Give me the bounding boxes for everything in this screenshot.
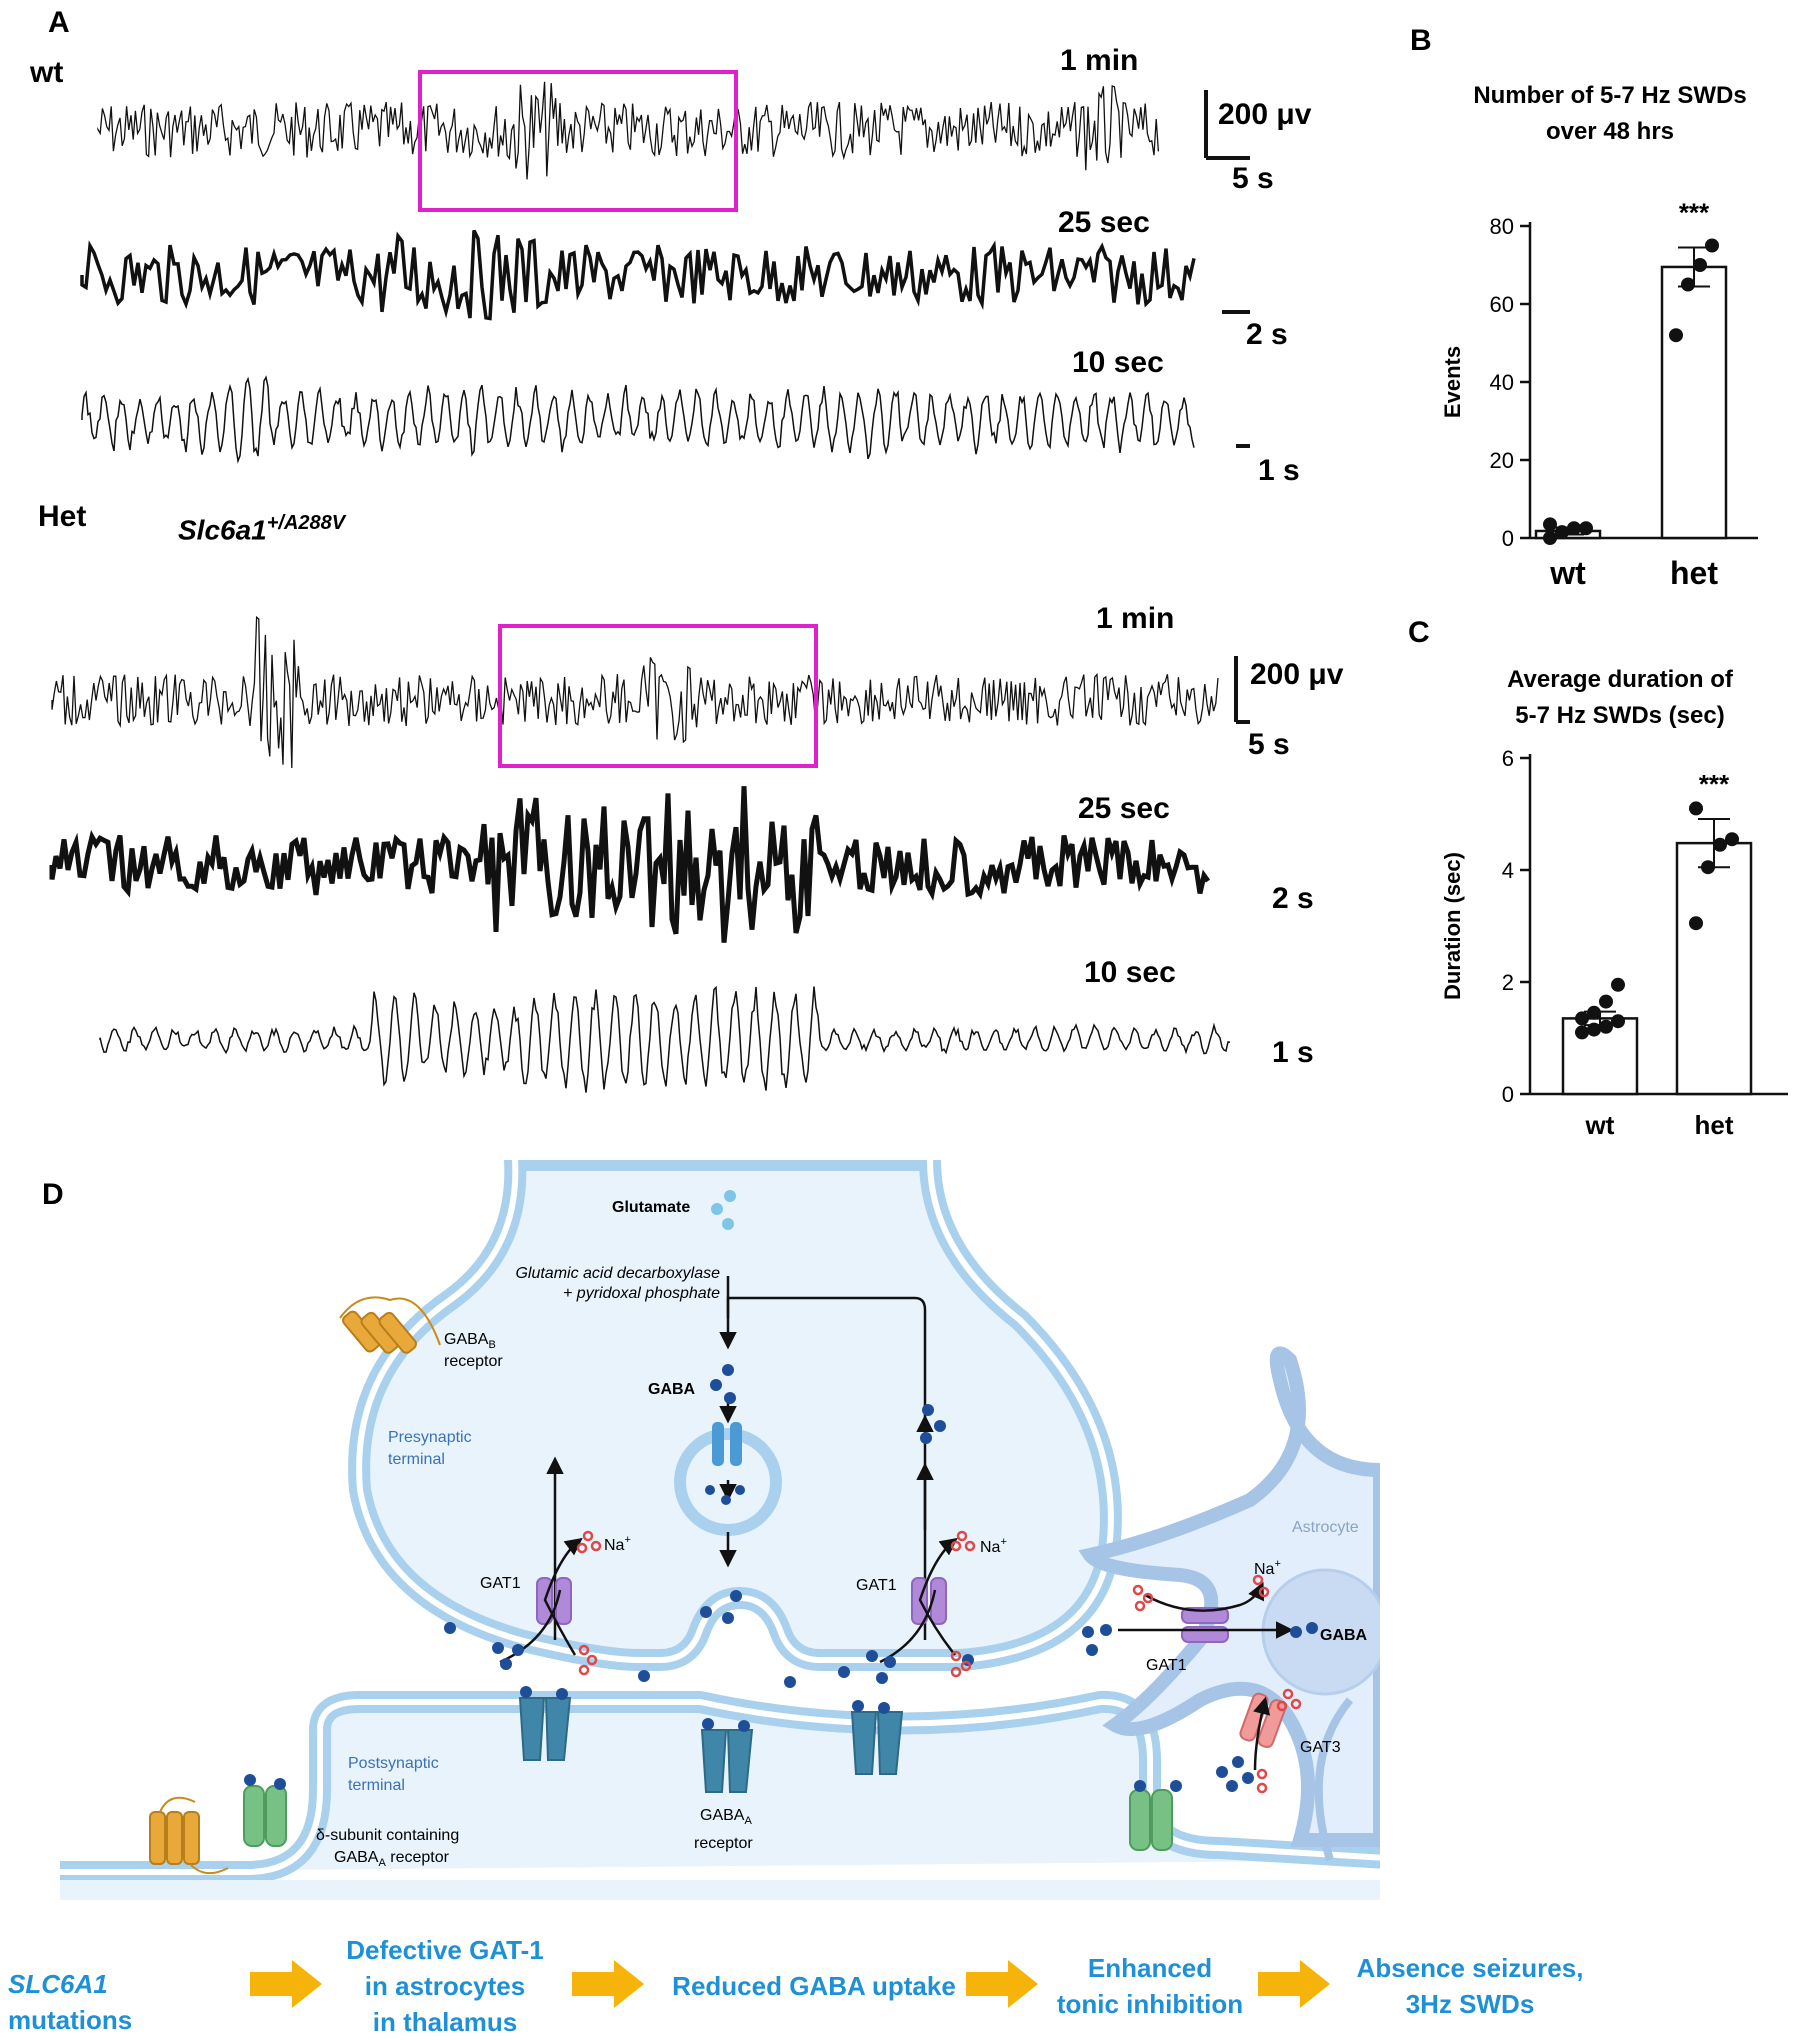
gat3-label: GAT3 (1300, 1739, 1341, 1756)
wt-trace-25sec (80, 229, 1196, 321)
vesicle-transporter (712, 1422, 724, 1466)
panel-c-letter: C (1408, 616, 1430, 649)
gat3-astrocyte (1239, 1692, 1287, 1749)
gabab-label-2: receptor (444, 1353, 503, 1370)
wt-trace-1min (97, 81, 1160, 180)
glutamate-label: Glutamate (612, 1199, 690, 1216)
presynaptic-label-2: terminal (388, 1451, 445, 1468)
eeg-traces (49, 70, 1250, 1093)
gaba-astro-label: GABA (1320, 1627, 1368, 1644)
na-label-left: Na+ (604, 1534, 631, 1554)
het-trace-10sec (99, 985, 1231, 1093)
het-highlight-box (498, 624, 818, 768)
het-trace-1min (51, 615, 1219, 769)
panel-b-letter: B (1410, 24, 1432, 57)
het-trace1-time-label: 1 min (1096, 602, 1175, 635)
gabab-label-1: GABAB (444, 1331, 496, 1351)
gabab-receptor-post (149, 1796, 229, 1875)
astrocyte-label: Astrocyte (1292, 1519, 1359, 1536)
wt-time-scale-label-3: 1 s (1258, 454, 1300, 487)
sodium-dots (576, 1530, 1302, 1794)
het-trace-25sec (49, 786, 1211, 943)
glutamate-dots (711, 1190, 736, 1230)
het-label: Het (38, 500, 87, 533)
het-time-scale-label-1: 5 s (1248, 728, 1290, 761)
astrocyte-nucleus (1261, 1568, 1380, 1696)
delta-gabaa-receptor-1 (243, 1785, 287, 1847)
flow-step-5: Absence seizures,3Hz SWDs (1356, 1953, 1584, 2019)
flow-step-1: SLC6A1 mutations (8, 1969, 133, 2035)
genotype-label: Slc6a1+/A288V (178, 512, 346, 546)
delta-label-1: δ-subunit containing (316, 1827, 459, 1844)
wt-time-scale-label-1: 5 s (1232, 162, 1274, 195)
gat1-label-left: GAT1 (480, 1575, 521, 1592)
wt-label: wt (30, 56, 64, 89)
gabaa-receptor-1 (518, 1697, 572, 1761)
postsynaptic-label-1: Postsynaptic (348, 1755, 439, 1772)
astrocyte (1078, 1346, 1380, 1847)
gabaa-receptor-2 (700, 1729, 754, 1793)
gabab-receptor-pre (339, 1296, 441, 1354)
gat1-label-astro: GAT1 (1146, 1657, 1187, 1674)
wt-trace1-time-label: 1 min (1060, 44, 1139, 77)
het-time-scale-label-3: 1 s (1272, 1036, 1314, 1069)
wt-amp-scale-label: 200 μv (1218, 98, 1312, 131)
het-trace3-time-label: 10 sec (1084, 956, 1176, 989)
na-label-astro: Na+ (1254, 1558, 1281, 1578)
gabaa-receptor-3 (850, 1711, 904, 1775)
het-trace2-time-label: 25 sec (1078, 792, 1170, 825)
wt-trace3-time-label: 10 sec (1072, 346, 1164, 379)
gat1-label-right: GAT1 (856, 1577, 897, 1594)
gabaa-label-1: GABAA (700, 1807, 752, 1827)
gaba-label: GABA (648, 1381, 696, 1398)
delta-label-2: GABAA receptor (334, 1849, 450, 1869)
postsynaptic-label-2: terminal (348, 1777, 405, 1794)
presynaptic-terminal (348, 1160, 1122, 1671)
wt-trace-10sec (81, 375, 1195, 464)
wt-time-scale-label-2: 2 s (1246, 318, 1288, 351)
gaba-dots (244, 1364, 1318, 1792)
enzyme-label-2: + pyridoxal phosphate (563, 1285, 720, 1302)
delta-gabaa-receptor-2 (1129, 1789, 1173, 1851)
presynaptic-label-1: Presynaptic (388, 1429, 472, 1446)
panel-d-letter: D (42, 1178, 64, 1211)
gabaa-label-2: receptor (694, 1835, 753, 1852)
panel-a-letter: A (48, 6, 70, 39)
het-amp-scale-label: 200 μv (1250, 658, 1344, 691)
na-label-right: Na+ (980, 1536, 1007, 1556)
flow-step-3: Reduced GABA uptake (672, 1971, 956, 2001)
het-time-scale-label-2: 2 s (1272, 882, 1314, 915)
wt-highlight-box (418, 70, 738, 212)
wt-trace2-time-label: 25 sec (1058, 206, 1150, 239)
enzyme-label-1: Glutamic acid decarboxylase (515, 1265, 720, 1282)
